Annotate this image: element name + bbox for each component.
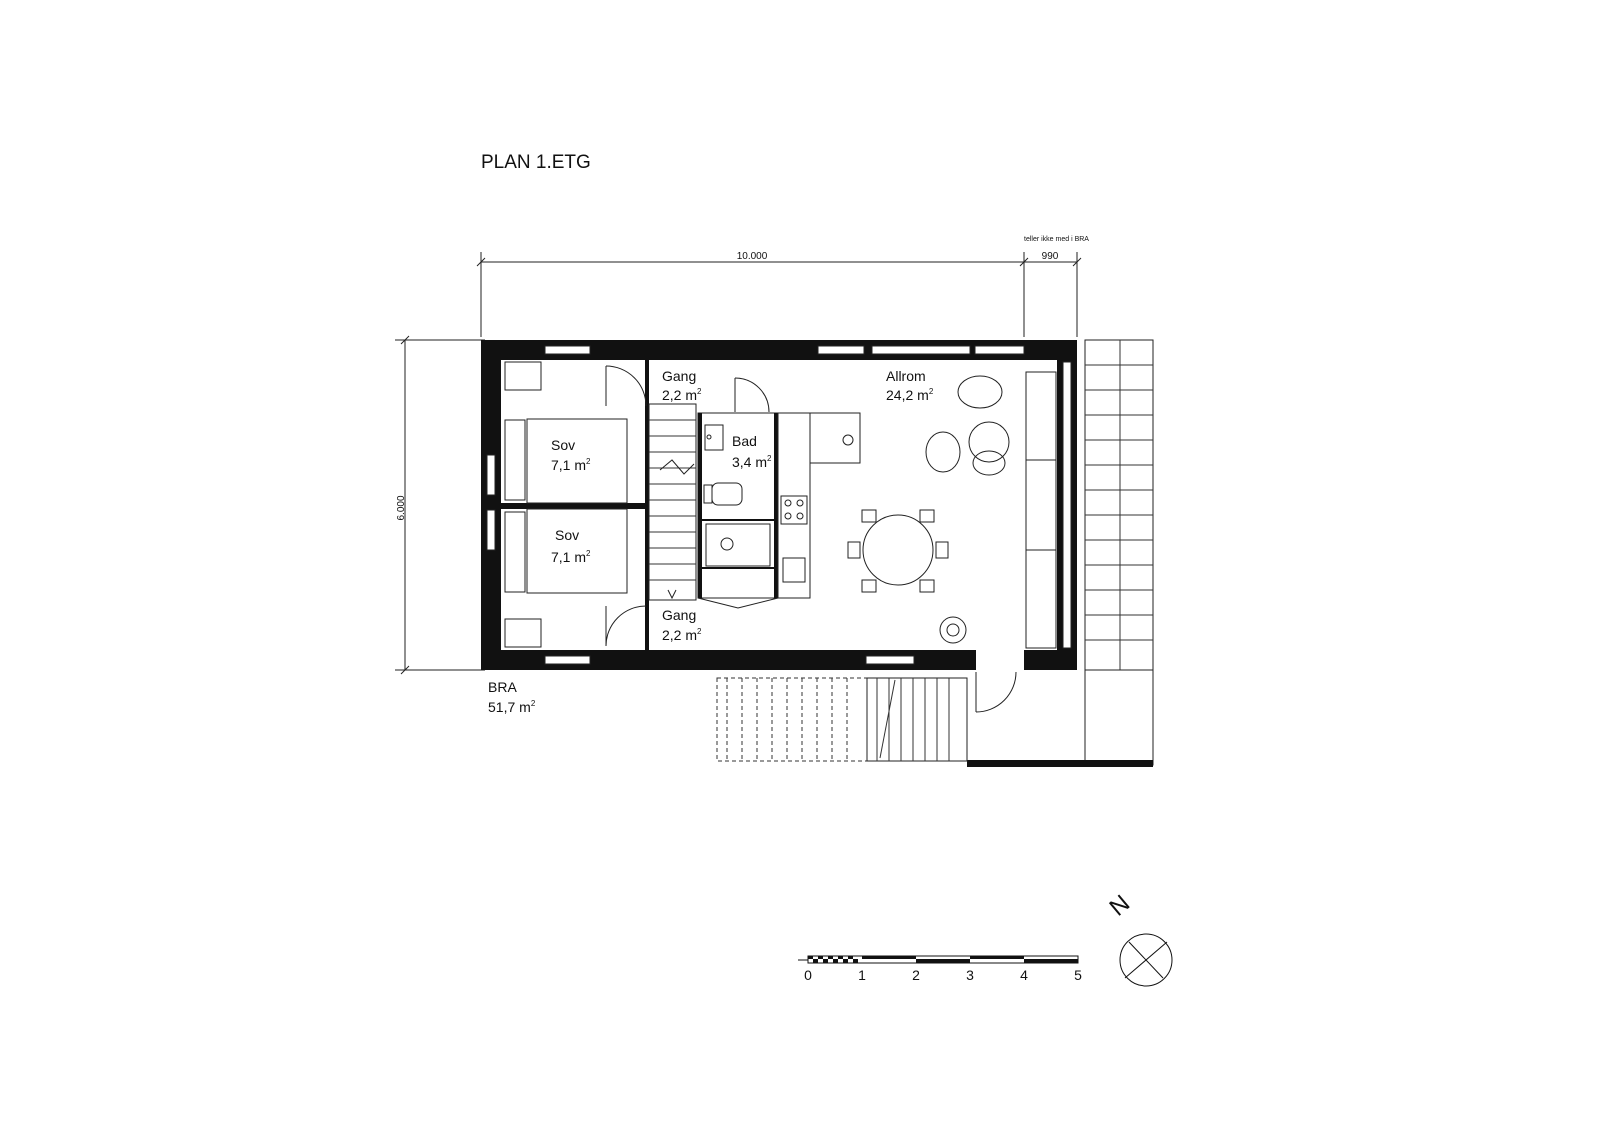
internal-stairs [648,403,697,601]
scale-tick-5: 5 [1074,967,1082,983]
bathroom-fixtures [703,424,771,567]
right-terrace [967,339,1154,767]
room-area-allrom: 24,2 m2 [886,387,934,403]
room-name-sov-top: Sov [551,437,575,453]
scale-bar: 0 1 2 3 4 5 [798,955,1082,983]
room-name-allrom: Allrom [886,368,926,384]
bra-area: 51,7 m2 [488,699,536,715]
room-area-sov-top: 7,1 m2 [551,457,591,473]
bra-label: BRA [488,679,517,695]
room-name-bad: Bad [732,433,757,449]
room-labels: Gang 2,2 m2 Bad 3,4 m2 Allrom 24,2 m2 So… [488,368,934,715]
scale-tick-4: 4 [1020,967,1028,983]
room-name-sov-bottom: Sov [555,527,579,543]
scale-tick-3: 3 [966,967,974,983]
top-dimension: 10.000 990 teller ikke med i BRA [476,236,1089,337]
scale-tick-0: 0 [804,967,812,983]
scale-tick-1: 1 [858,967,866,983]
scale-tick-2: 2 [912,967,920,983]
north-arrow: N [1105,890,1173,987]
plan-title: PLAN 1.ETG [481,152,591,173]
room-name-gang-top: Gang [662,368,696,384]
bedrooms [504,361,628,648]
room-area-gang-top: 2,2 m2 [662,387,702,403]
depth-dimension: 6.000 [396,495,407,520]
front-stairs [716,677,968,762]
terrace-dimension: 990 [1042,251,1059,262]
north-label: N [1105,890,1136,922]
room-name-gang-bottom: Gang [662,607,696,623]
left-dimension: 6.000 [395,335,485,675]
outer-walls [481,340,1077,670]
doors [605,365,1017,713]
room-area-gang-bottom: 2,2 m2 [662,627,702,643]
width-dimension: 10.000 [737,251,768,262]
room-area-sov-bottom: 7,1 m2 [551,549,591,565]
room-area-bad: 3,4 m2 [732,454,772,470]
kitchen [777,412,861,599]
living-furniture [847,371,1057,649]
terrace-note: teller ikke med i BRA [1024,236,1089,243]
